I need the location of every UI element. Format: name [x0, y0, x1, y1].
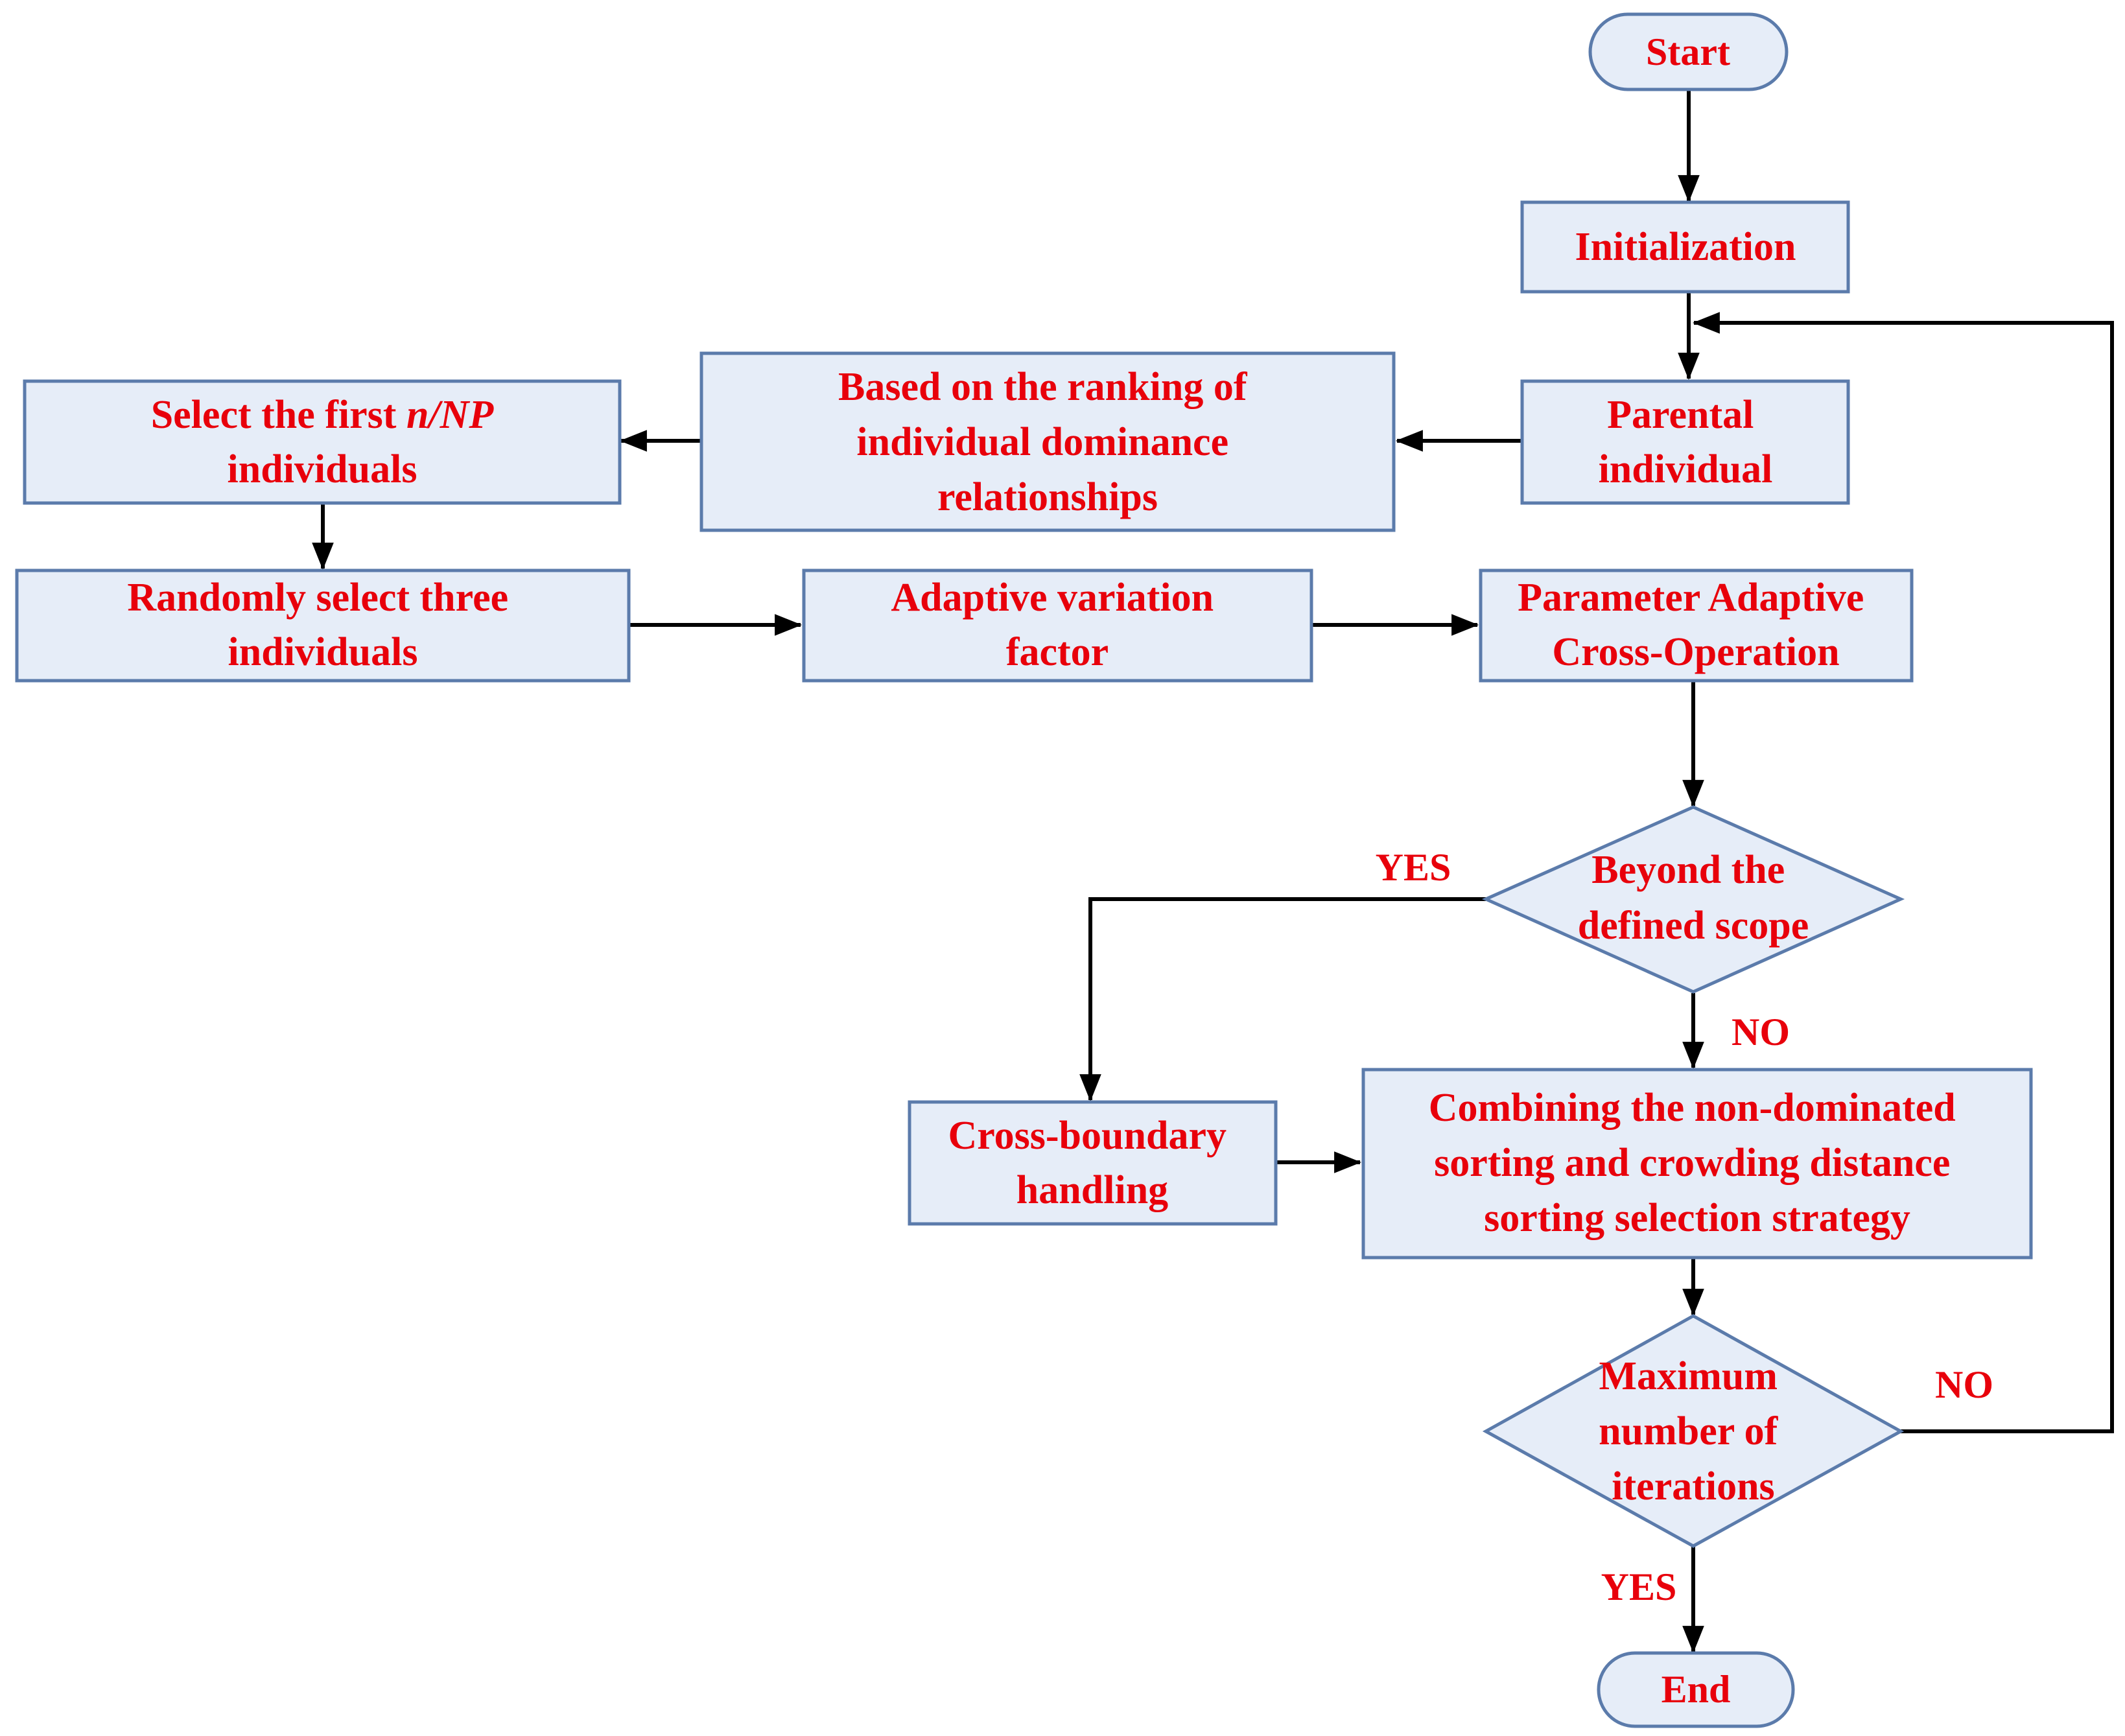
arrow-max-no-loop: [1692, 312, 2114, 1433]
ranking-label: Based on the ranking of individual domin…: [838, 365, 1257, 519]
combining-label-line-2: sorting and crowding distance: [1434, 1141, 1950, 1185]
beyond-label-line-1: Beyond the: [1591, 848, 1785, 892]
random3-label-line-1: Randomly select three: [127, 576, 508, 620]
beyond-no-label: NO: [1732, 1011, 1790, 1053]
param-cross-label-line-2: Cross-Operation: [1552, 630, 1839, 674]
cross-boundary-node: Cross-boundary handling: [908, 1100, 1278, 1226]
parent-label: Parental individual: [1599, 393, 1773, 491]
select-first-label-line-2: individuals: [228, 447, 417, 491]
param-cross-label-line-1: Parameter Adaptive: [1518, 576, 1864, 620]
init-node: Initialization: [1520, 200, 1850, 294]
parent-label-line-2: individual: [1599, 447, 1773, 491]
adaptive-var-node: Adaptive variation factor: [802, 569, 1313, 683]
init-label: Initialization: [1575, 225, 1796, 269]
cross-boundary-box: [908, 1100, 1278, 1226]
param-cross-node: Parameter Adaptive Cross-Operation: [1479, 569, 1914, 683]
select-first-label-plain: Select the first: [151, 393, 406, 437]
combining-label-line-3: sorting selection strategy: [1484, 1196, 1910, 1240]
beyond-label-line-2: defined scope: [1578, 904, 1809, 948]
end-node: End: [1597, 1651, 1795, 1728]
adaptive-var-box: [802, 569, 1313, 683]
max-iter-label: Maximum number of iterations: [1599, 1354, 1788, 1508]
init-label-line-1: Initialization: [1575, 225, 1796, 269]
select-first-label-italic: n/NP: [406, 393, 494, 437]
init-box: [1520, 200, 1850, 294]
start-terminal: [1588, 12, 1789, 91]
combining-label-line-1: Combining the non-dominated: [1429, 1086, 1956, 1130]
ranking-label-line-3: relationships: [937, 475, 1158, 519]
ranking-node: Based on the ranking of individual domin…: [699, 351, 1396, 532]
start-label-line-1: Start: [1646, 30, 1730, 73]
random3-node: Randomly select three individuals: [15, 569, 631, 683]
max-iter-label-line-2: number of: [1599, 1409, 1779, 1453]
random3-box: [15, 569, 631, 683]
adaptive-var-label: Adaptive variation factor: [891, 576, 1223, 674]
max-iter-label-line-3: iterations: [1612, 1464, 1774, 1508]
beyond-decision-diamond: [1481, 805, 1905, 994]
parent-node: Parental individual: [1520, 379, 1850, 505]
param-cross-label: Parameter Adaptive Cross-Operation: [1518, 576, 1874, 674]
beyond-label: Beyond the defined scope: [1578, 848, 1809, 948]
cross-boundary-label: Cross-boundary handling: [948, 1114, 1236, 1212]
max-iter-label-line-1: Maximum: [1599, 1354, 1778, 1398]
arrow-beyond-yes-to-boundary: [1079, 897, 1486, 1102]
beyond-yes-label: YES: [1376, 846, 1451, 889]
max-yes-label: YES: [1601, 1566, 1677, 1608]
start-node: Start: [1588, 12, 1789, 91]
end-terminal: [1597, 1651, 1795, 1728]
select-first-label: Select the first n/NP: [151, 393, 495, 437]
cross-boundary-label-line-1: Cross-boundary: [948, 1114, 1227, 1158]
adaptive-var-label-line-1: Adaptive variation: [891, 576, 1214, 620]
max-iter-node: Maximum number of iterations: [1482, 1314, 1905, 1548]
ranking-label-line-1: Based on the ranking of: [838, 365, 1248, 409]
select-first-node: Select the first n/NP individuals: [23, 379, 622, 505]
connectors: [312, 89, 2114, 1654]
param-cross-box: [1479, 569, 1914, 683]
max-iter-decision-diamond: [1482, 1314, 1905, 1548]
end-label: End: [1661, 1668, 1731, 1711]
cross-boundary-label-line-2: handling: [1016, 1168, 1168, 1212]
edge-labels: YES NO NO YES: [1376, 846, 1993, 1608]
beyond-node: Beyond the defined scope: [1481, 805, 1905, 994]
adaptive-var-label-line-2: factor: [1006, 630, 1109, 674]
random3-label-line-2: individuals: [228, 630, 418, 674]
parent-box: [1520, 379, 1850, 505]
random3-label: Randomly select three individuals: [127, 576, 518, 674]
start-label: Start: [1646, 30, 1730, 73]
ranking-box: [699, 351, 1396, 532]
parent-label-line-1: Parental: [1607, 393, 1754, 437]
select-first-box: [23, 379, 622, 505]
max-no-label: NO: [1935, 1363, 1993, 1406]
ranking-label-line-2: individual dominance: [856, 420, 1228, 464]
combining-node: Combining the non-dominated sorting and …: [1361, 1068, 2033, 1260]
combining-label: Combining the non-dominated sorting and …: [1429, 1086, 1966, 1240]
end-label-line-1: End: [1661, 1668, 1731, 1711]
combining-box: [1361, 1068, 2033, 1260]
